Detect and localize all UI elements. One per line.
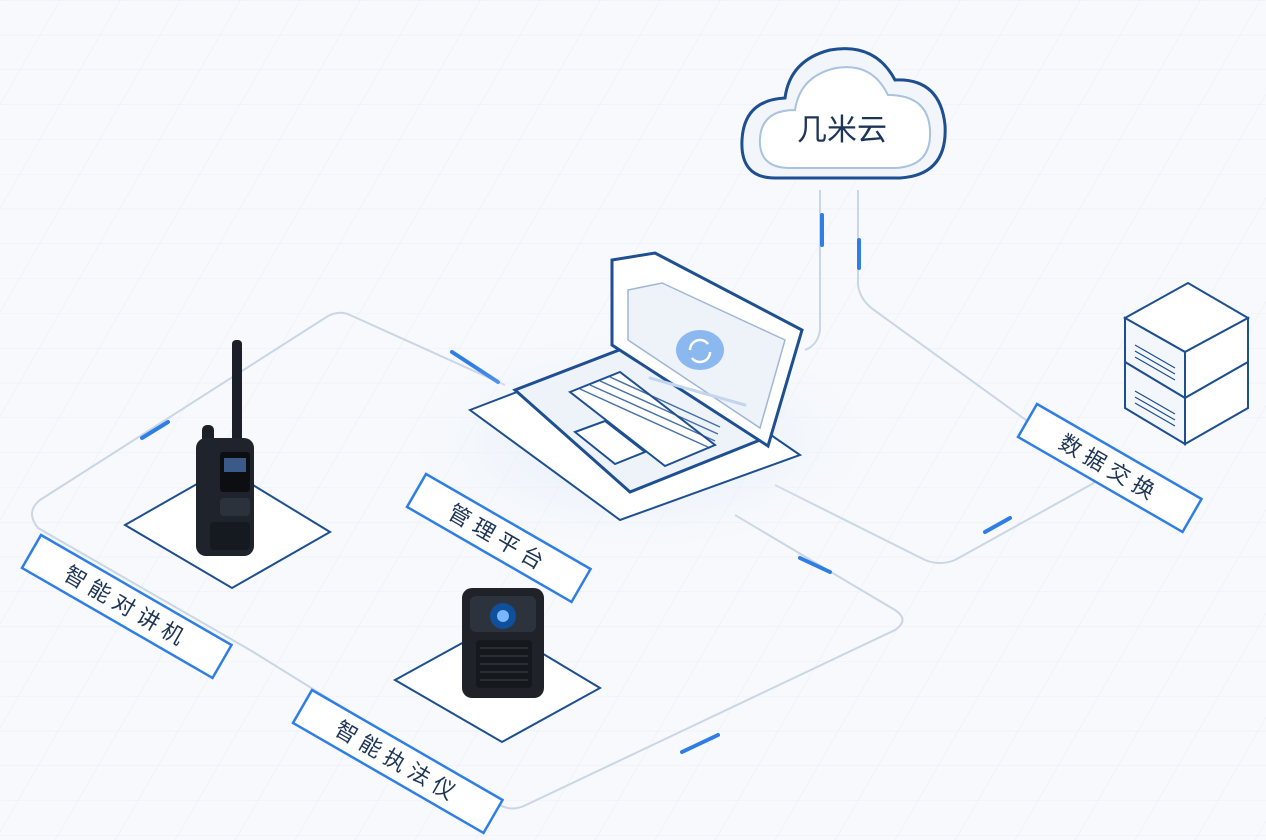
server-rack-icon (1122, 281, 1251, 446)
laptop-node (410, 251, 870, 550)
body-camera-icon (462, 588, 544, 698)
server-node (1122, 281, 1251, 446)
accent-dashes (140, 213, 1012, 754)
walkie-talkie-icon (196, 340, 254, 556)
sync-icon (676, 330, 724, 370)
cloud-node: 几米云 (740, 47, 947, 180)
laptop-icon (467, 251, 804, 522)
cloud-label: 几米云 (797, 113, 887, 148)
walkie-node (123, 340, 332, 590)
cloud-icon (740, 47, 947, 180)
recorder-node (392, 588, 603, 744)
